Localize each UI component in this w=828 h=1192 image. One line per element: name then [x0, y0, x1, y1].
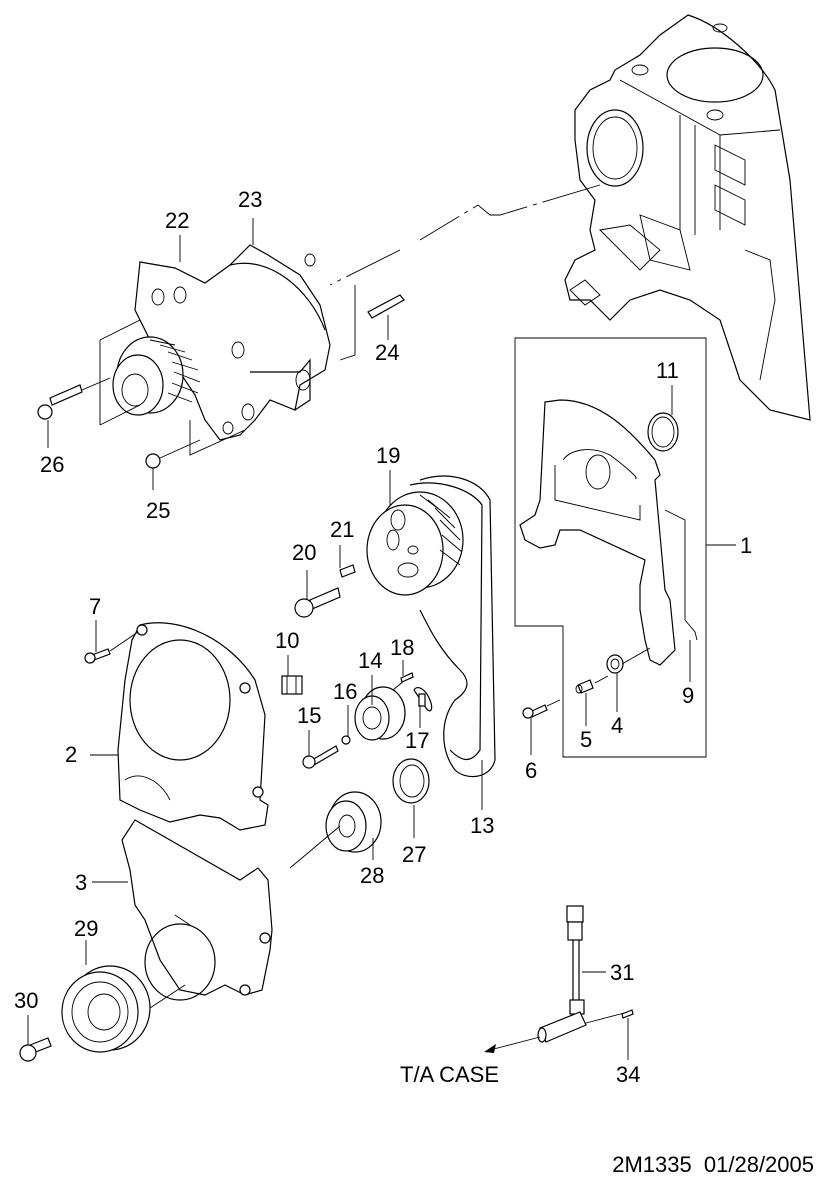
callout-18: 18: [390, 635, 414, 660]
bolt-26: [37, 377, 111, 420]
bolt-30: [19, 1037, 52, 1062]
callout-17: 17: [405, 728, 429, 753]
timing-belt: [409, 475, 496, 778]
callout-21: 21: [330, 517, 354, 542]
callout-34: 34: [616, 1062, 640, 1087]
callout-15: 15: [297, 703, 321, 728]
callout-2: 2: [65, 742, 77, 767]
bolt-18: [400, 672, 414, 683]
callout-10: 10: [275, 628, 299, 653]
callout-29: 29: [74, 916, 98, 941]
ta-case-label: T/A CASE: [400, 1062, 499, 1087]
callout-22: 22: [165, 208, 189, 233]
callout-25: 25: [146, 498, 170, 523]
bushing-4: [606, 654, 624, 674]
callout-20: 20: [292, 540, 316, 565]
stud-24: [367, 294, 405, 319]
callout-26: 26: [40, 452, 64, 477]
diagram-date: 01/28/2005: [703, 1152, 814, 1177]
callout-6: 6: [525, 758, 537, 783]
callout-24: 24: [375, 340, 399, 365]
crank-pulley-29: [61, 965, 186, 1053]
callout-30: 30: [14, 988, 38, 1013]
callout-11: 11: [656, 358, 679, 383]
callout-16: 16: [333, 679, 357, 704]
callout-7: 7: [89, 594, 101, 619]
pin-21: [339, 564, 356, 578]
callout-31: 31: [610, 960, 634, 985]
washer-16: [341, 735, 351, 745]
callout-23: 23: [238, 187, 262, 212]
oil-seal-27: [392, 758, 430, 804]
tensioner-14: [354, 679, 406, 741]
clip-10: [281, 675, 303, 695]
lower-cover: [121, 819, 273, 1001]
diagram-code: 2M1335: [612, 1152, 692, 1177]
callout-19: 19: [376, 443, 400, 468]
callout-13: 13: [470, 813, 494, 838]
footer: 2M1335 01/28/2005: [612, 1152, 814, 1178]
spring-17: [413, 687, 433, 712]
callout-5: 5: [580, 727, 592, 752]
cam-sprocket: [366, 491, 464, 596]
leader-lines: [27, 218, 736, 1060]
callout-27: 27: [402, 842, 426, 867]
bolt-15: [302, 745, 339, 769]
arrow-to-ta-case: [484, 1036, 541, 1053]
engine-block: [564, 14, 811, 421]
bolt-34: [621, 1009, 634, 1019]
bolt-20: [294, 587, 341, 618]
crank-sensor-31: [537, 905, 629, 1043]
water-pump: [99, 244, 356, 456]
bolt-6: [522, 647, 651, 719]
callout-9: 9: [682, 683, 694, 708]
callout-28: 28: [360, 863, 384, 888]
callout-4: 4: [611, 713, 623, 738]
sleeve-5: [575, 679, 594, 694]
callout-1: 1: [740, 533, 752, 558]
crank-sprocket-28: [289, 791, 382, 869]
front-gasket: [519, 399, 698, 666]
callout-3: 3: [75, 870, 87, 895]
upper-cover: [117, 622, 269, 831]
callout-14: 14: [358, 648, 382, 673]
bolt-7: [84, 631, 139, 664]
callout-box-1: [514, 337, 707, 758]
